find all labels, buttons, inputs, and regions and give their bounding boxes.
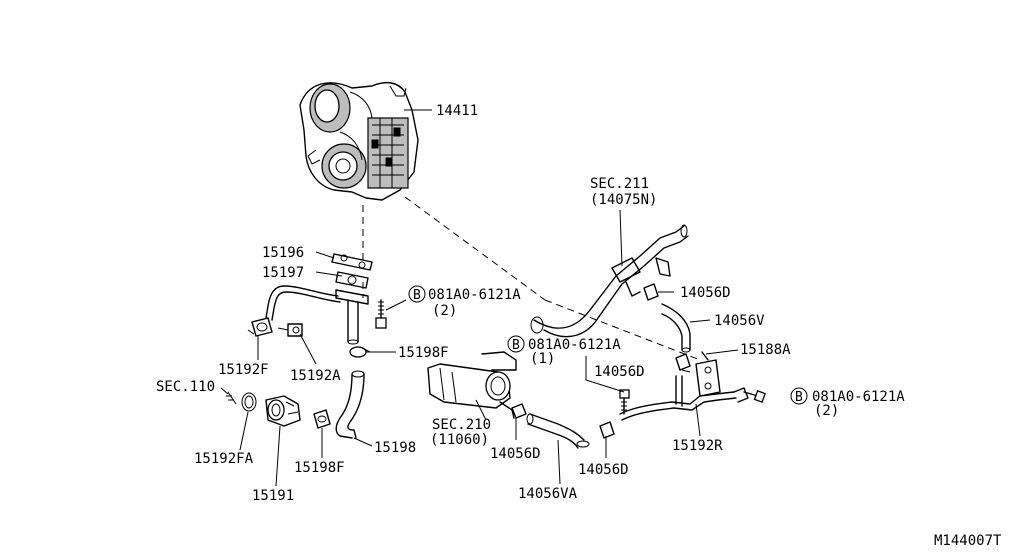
bracket-15188a-part [695, 351, 721, 397]
label-15188a: 15188A [740, 342, 791, 358]
label-sec210-ref: (11060) [430, 432, 489, 448]
clamp-14056d-b-part [599, 421, 615, 439]
clamp-15198f-bottom-part [313, 409, 331, 429]
label-sec211: SEC.211 [590, 176, 649, 192]
clamp-14056d-top-part [643, 283, 659, 301]
label-15198f-bottom: 15198F [294, 460, 345, 476]
label-15192a: 15192A [290, 368, 341, 384]
label-circle-b-c: B [795, 390, 803, 405]
label-14056d-mid: 14056D [594, 364, 645, 380]
label-15196: 15196 [262, 245, 304, 261]
connector-15191-part [226, 391, 301, 427]
clamp-15192f-part [247, 317, 273, 337]
union-15192a-part [277, 323, 303, 337]
water-pipe-sec211-part [530, 224, 689, 338]
label-bolt-c: 081A0-6121A [812, 389, 905, 405]
label-15192r: 15192R [672, 438, 723, 454]
label-bolt-a: 081A0-6121A [428, 287, 521, 303]
label-bolt-a-qty: (2) [432, 303, 457, 319]
clamp-14056d-mid-part [675, 353, 691, 371]
label-circle-b-b: B [512, 338, 520, 353]
water-outlet-sec210-part [427, 351, 517, 419]
leader-lines [220, 109, 739, 487]
label-15198: 15198 [374, 440, 416, 456]
diagram-code: M144007T [934, 533, 1002, 549]
label-15197: 15197 [262, 265, 304, 281]
tube-15192r-part [619, 375, 749, 421]
hose-14056v-part [661, 303, 691, 353]
callout-labels: 14411 15196 15197 B 081A0-6121A (2) SEC.… [156, 103, 1002, 549]
bolt-b-part [619, 389, 630, 415]
label-14056va: 14056VA [518, 486, 578, 502]
bolt-c-part [743, 390, 766, 403]
label-15192f: 15192F [218, 362, 269, 378]
label-14056d-a: 14056D [490, 446, 541, 462]
clamp-14056d-a-part [511, 403, 527, 419]
turbocharger-part [299, 81, 419, 201]
label-14411: 14411 [436, 103, 478, 119]
label-15198f-top: 15198F [398, 345, 449, 361]
label-15191: 15191 [252, 488, 294, 504]
label-sec110: SEC.110 [156, 379, 215, 395]
oil-feed-assembly [265, 253, 373, 345]
label-bolt-b: 081A0-6121A [528, 337, 621, 353]
label-circle-b-a: B [413, 288, 421, 303]
bolt-a-part [375, 299, 387, 329]
label-14056d-b: 14056D [578, 462, 629, 478]
label-14056d-top: 14056D [680, 285, 731, 301]
label-sec210: SEC.210 [432, 417, 491, 433]
hose-15198-part [335, 370, 365, 439]
label-bolt-b-qty: (1) [530, 351, 555, 367]
alignment-lines [362, 196, 701, 361]
label-15192fa: 15192FA [194, 451, 254, 467]
label-sec211-ref: (14075N) [590, 192, 657, 208]
label-14056v: 14056V [714, 313, 765, 329]
label-bolt-c-qty: (2) [814, 403, 839, 419]
hose-14056va-part [526, 413, 590, 449]
